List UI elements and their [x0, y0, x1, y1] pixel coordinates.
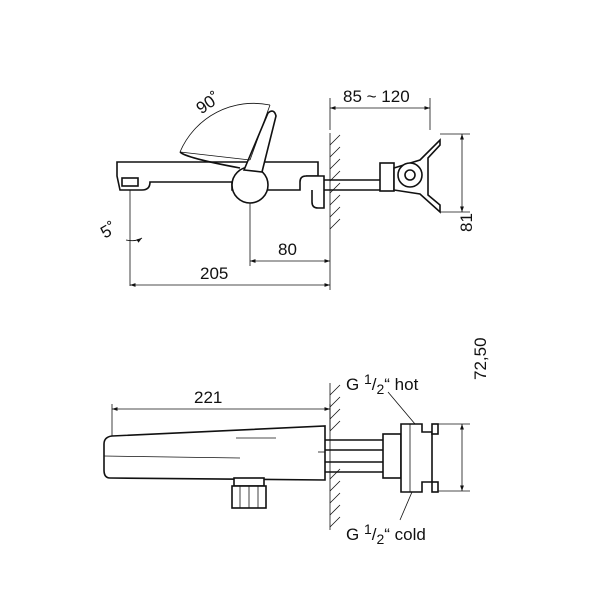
cold-inlet-sup: 1 — [364, 521, 372, 537]
handle-lever-start — [179, 151, 241, 169]
wall-hatch-side — [329, 383, 341, 530]
top-view: 90˚ 5˚ 85 ~ 120 81 80 — [97, 87, 476, 290]
rotation-arc — [179, 102, 271, 153]
side-spout-length-label: 221 — [194, 388, 222, 407]
supply-pipes-top — [324, 162, 395, 192]
spout-length-label: 205 — [200, 264, 228, 283]
cold-inlet-prefix: G — [346, 525, 364, 544]
inlet-spacing-label: 72,50 — [471, 337, 490, 380]
height-label: 81 — [457, 213, 476, 232]
spout-body-top — [116, 161, 325, 209]
handle-lever — [242, 110, 277, 173]
cold-inlet-label: G 1/2“ cold — [346, 521, 426, 547]
cold-inlet-suffix: “ cold — [384, 525, 426, 544]
depth-range-label: 85 ~ 120 — [343, 87, 410, 106]
hot-inlet-suffix: “ hot — [384, 375, 418, 394]
side-view: 221 72,50 G 1/2“ hot G 1/2“ cold — [103, 337, 490, 547]
supply-pipes-side — [325, 433, 402, 479]
outlet-side — [231, 477, 267, 509]
hot-inlet-sup: 1 — [364, 371, 372, 387]
angle-label: 90˚ — [193, 88, 224, 118]
cold-inlet-sub: 2 — [376, 531, 384, 547]
tilt-label: 5˚ — [97, 218, 120, 242]
hot-inlet-label: G 1/2“ hot — [346, 371, 419, 397]
wall-bracket-top — [393, 138, 441, 214]
handle-offset-label: 80 — [278, 240, 297, 259]
wall-hatch-top — [329, 133, 341, 230]
wall-body-side — [400, 423, 439, 493]
hot-inlet-sub: 2 — [376, 381, 384, 397]
spout-body-side — [103, 425, 326, 481]
hot-inlet-prefix: G — [346, 375, 364, 394]
